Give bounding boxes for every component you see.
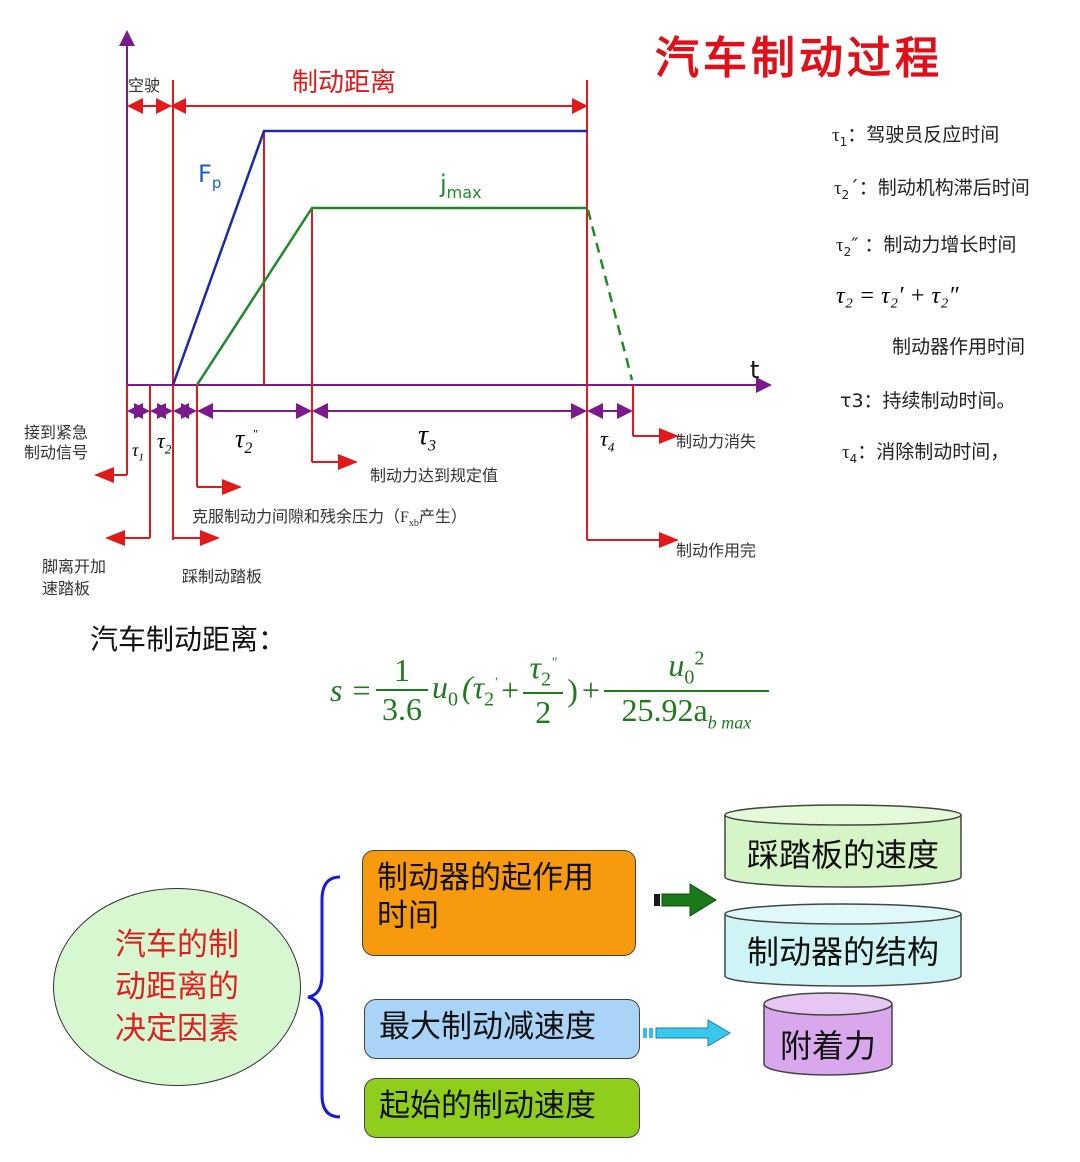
braking-distance-formula: s = 1 3.6 u0 (τ2' + τ2" 2 ) + u02 25.92a…	[330, 640, 769, 740]
jmax-label: jmax	[440, 170, 482, 202]
t-axis-label: t	[750, 356, 760, 384]
force-vanish-annotation: 制动力消失	[676, 434, 757, 451]
tau2-prime-label: τ2	[157, 428, 172, 457]
tau4-label: τ4	[600, 426, 615, 455]
foot-off-annotation: 脚离开加速踏板	[42, 559, 107, 598]
factor-max-deceleration: 最大制动减速度	[364, 999, 640, 1059]
factor-brake-action-time: 制动器的起作用时间	[362, 850, 636, 956]
fp-curve	[171, 129, 587, 386]
tau2-dprime-label: τ2"	[235, 424, 258, 458]
cylinder-shape	[763, 992, 893, 1076]
legend-tau2-prime: τ2´：制动机构滞后时间	[834, 177, 1030, 202]
legend-tau2-dprime: τ2″ ：制动力增长时间	[836, 234, 1017, 259]
blue-arrow	[655, 1019, 731, 1047]
cylinder-shape	[724, 903, 962, 987]
overcome-gap-annotation: 克服制动力间隙和残余压力（Fxb产生）	[192, 509, 467, 530]
cylinder-shape	[724, 804, 962, 888]
cylinder-pedal-speed: 踩踏板的速度	[724, 804, 962, 888]
page-title: 汽车制动过程	[655, 33, 943, 84]
tau3-label: τ3	[418, 420, 437, 455]
cylinder-adhesion: 附着力	[763, 991, 893, 1077]
legend-tau1: τ1：驾驶员反应时间	[832, 124, 1000, 149]
legend-tau4: τ4：消除制动时间，	[842, 441, 1010, 466]
press-pedal-annotation: 踩制动踏板	[182, 569, 263, 586]
cylinder-brake-structure: 制动器的结构	[724, 903, 962, 987]
brace	[307, 875, 341, 1119]
green-arrow	[661, 883, 717, 917]
force-reached-annotation: 制动力达到规定值	[370, 468, 499, 485]
braking-done-annotation: 制动作用完	[676, 543, 757, 560]
tau1-label: τ1	[132, 440, 144, 464]
legend-equation: τ₂ = τ₂′ + τ₂″	[836, 283, 959, 309]
formula-label: 汽车制动距离：	[90, 623, 287, 656]
braking-distance-label: 制动距离	[292, 68, 397, 98]
factor-initial-speed: 起始的制动速度	[364, 1078, 640, 1138]
legend-tau3: τ3：持续制动时间。	[840, 390, 1016, 412]
legend-equation-caption: 制动器作用时间	[892, 336, 1026, 358]
fp-label: Fp	[198, 160, 222, 192]
central-factor-ellipse: 汽车的制动距离的决定因素	[53, 888, 301, 1086]
idle-travel-label: 空驶	[128, 78, 161, 95]
receive-signal-annotation: 接到紧急制动信号	[24, 425, 89, 462]
jmax-curve	[195, 206, 587, 386]
